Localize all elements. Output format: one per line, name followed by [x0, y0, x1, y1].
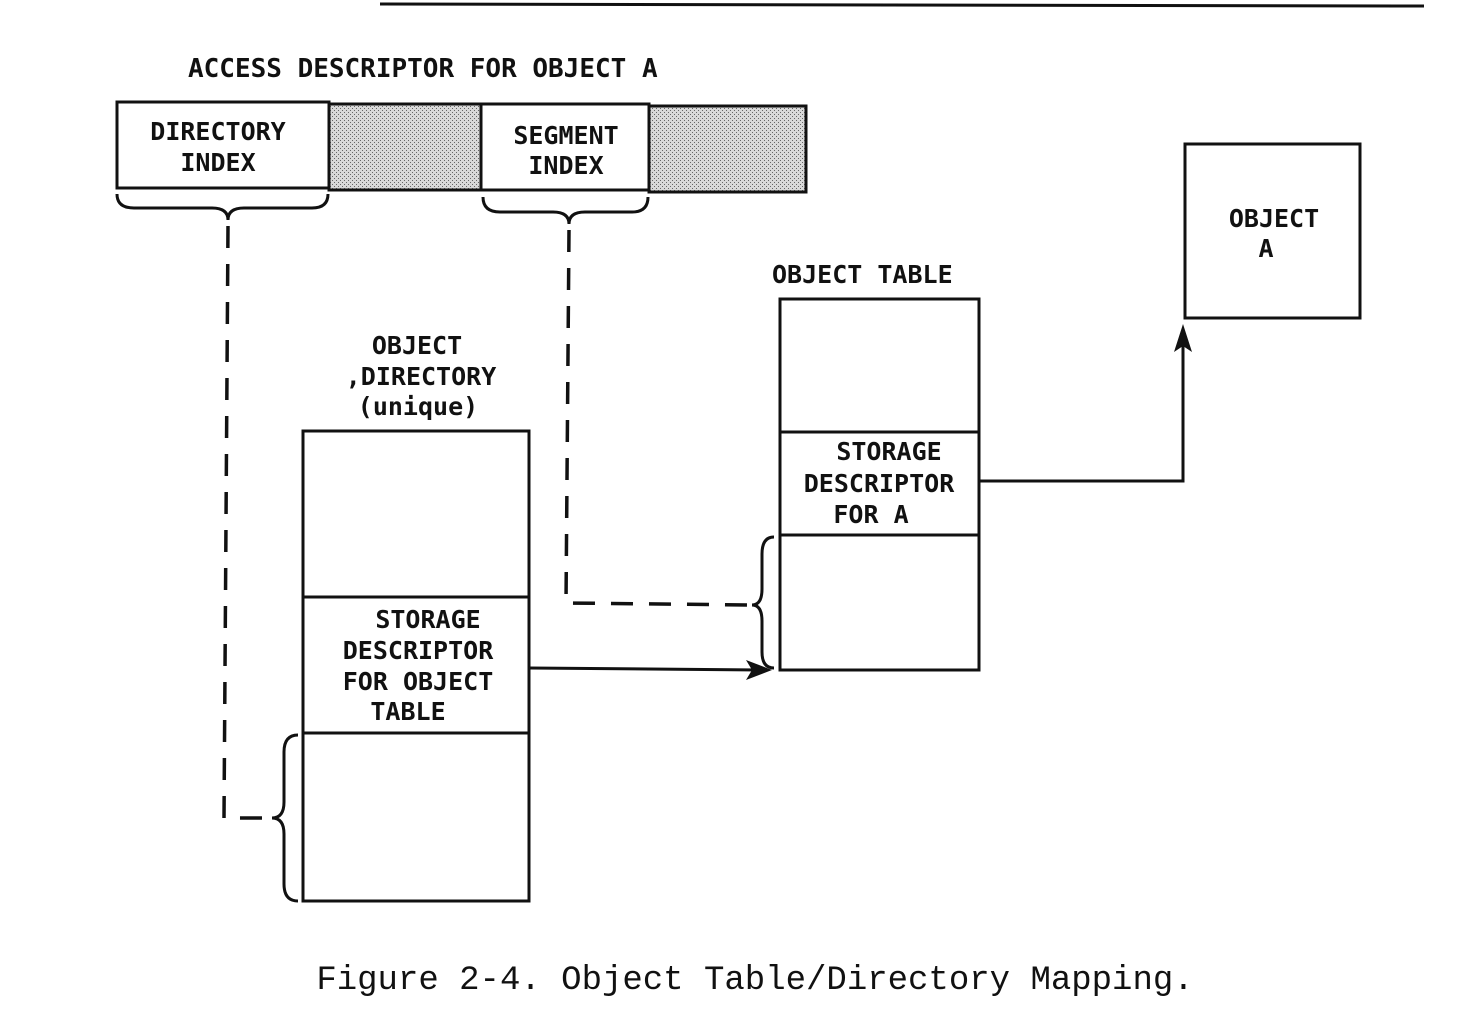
segment-index-label: INDEX	[528, 151, 603, 180]
object-a-label: A	[1258, 234, 1273, 263]
reserved-field-1	[327, 102, 483, 192]
reserved-field-2	[647, 104, 808, 194]
table-entry-label: STORAGE	[836, 437, 941, 466]
object-directory-title: (unique)	[358, 392, 478, 421]
object-table-title: OBJECT TABLE	[772, 260, 953, 289]
top-rule	[379, 2, 1425, 8]
object-directory-title: OBJECT	[372, 331, 462, 360]
arrowhead-icon	[1174, 324, 1192, 352]
object-table-brace	[751, 535, 775, 670]
object-a-box	[1183, 142, 1362, 320]
arrowhead-icon	[746, 660, 772, 680]
directory-index-label: INDEX	[180, 148, 255, 177]
segment-index-label: SEGMENT	[513, 121, 618, 150]
object-directory-brace	[271, 733, 299, 903]
directory-entry-label: DESCRIPTOR	[343, 636, 494, 665]
object-table	[778, 297, 981, 672]
segment-index-dashed-link	[564, 229, 753, 607]
directory-entry-label: STORAGE	[375, 605, 480, 634]
directory-index-brace	[115, 193, 330, 221]
table-entry-label: FOR A	[833, 500, 908, 529]
directory-entry-label: TABLE	[370, 697, 445, 726]
directory-to-table-arrow	[528, 666, 761, 672]
table-entry-label: DESCRIPTOR	[804, 469, 955, 498]
figure-caption: Figure 2-4. Object Table/Directory Mappi…	[316, 962, 1193, 1000]
segment-index-brace	[481, 196, 650, 225]
table-to-object-arrow	[979, 336, 1185, 483]
access-descriptor-bar	[115, 100, 808, 194]
object-directory-title: ,DIRECTORY	[346, 362, 497, 391]
object-a-label: OBJECT	[1229, 204, 1319, 233]
directory-index-label: DIRECTORY	[150, 117, 285, 146]
segment-index-field	[479, 102, 651, 192]
directory-entry-label: FOR OBJECT	[343, 667, 494, 696]
access-descriptor-title: ACCESS DESCRIPTOR FOR OBJECT A	[188, 54, 658, 84]
object-directory-table	[301, 429, 531, 903]
directory-index-dashed-link	[222, 225, 272, 820]
directory-index-field	[115, 100, 331, 190]
